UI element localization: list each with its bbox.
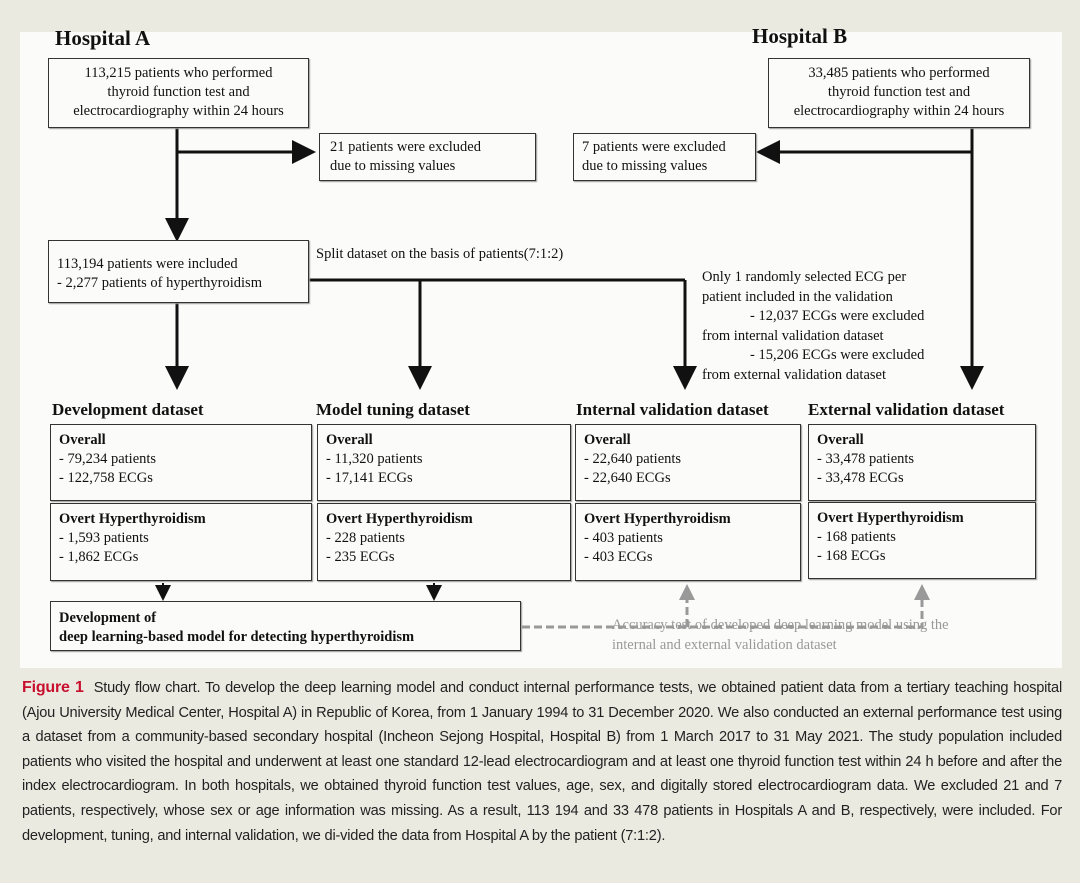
hospital-b-initial-box: 33,485 patients who performed thyroid fu…: [768, 58, 1030, 128]
tuning-hyper-box: Overt Hyperthyroidism - 228 patients - 235…: [317, 503, 571, 581]
text-line: - 79,234 patients: [59, 451, 157, 467]
model-development-box: Development of deep learning-based model…: [50, 601, 521, 651]
text-line: - 22,640 ECGs: [584, 470, 671, 486]
text-line: - 11,320 patients: [326, 451, 423, 467]
overall-label: Overall: [817, 432, 864, 448]
split-label: Split dataset on the basis of patients(7…: [316, 246, 564, 262]
text-line: - 1,862 ECGs: [59, 549, 139, 565]
text-line: electrocardiography within 24 hours: [793, 103, 1005, 119]
text-line: thyroid function test and: [827, 84, 971, 100]
text-line: - 235 ECGs: [326, 549, 395, 565]
text-line: 21 patients were excluded: [330, 139, 481, 155]
text-line: - 1,593 patients: [59, 530, 149, 546]
internal-overall-box: Overall - 22,640 patients - 22,640 ECGs: [575, 424, 801, 501]
tuning-dataset-title: Model tuning dataset: [316, 400, 470, 419]
text-line: thyroid function test and: [107, 84, 250, 100]
text-line: Accuracy test of developed deep learning…: [612, 617, 949, 633]
text-line: - 168 ECGs: [817, 548, 886, 564]
development-overall-box: Overall - 79,234 patients - 122,758 ECGs: [50, 424, 312, 501]
accuracy-note: Accuracy test of developed deep learning…: [612, 616, 949, 655]
overall-label: Overall: [59, 432, 106, 448]
hospital-a-included-box: 113,194 patients were included - 2,277 p…: [48, 240, 309, 303]
hyper-label: Overt Hyperthyroidism: [817, 510, 964, 526]
development-hyper-box: Overt Hyperthyroidism - 1,593 patients - 1…: [50, 503, 312, 581]
text-line: - 2,277 patients of hyperthyroidism: [57, 275, 262, 291]
hospital-b-title: Hospital B: [752, 24, 848, 48]
text-line: from internal validation dataset: [702, 327, 884, 344]
hospital-a-excluded-box: 21 patients were excluded due to missing…: [319, 133, 536, 181]
text-line: electrocardiography within 24 hours: [73, 103, 284, 119]
text-line: due to missing values: [330, 158, 456, 174]
text-line: - 122,758 ECGs: [59, 470, 153, 486]
text-line: 7 patients were excluded: [582, 139, 726, 155]
text-line: deep learning-based model for detecting …: [59, 629, 415, 645]
hyper-label: Overt Hyperthyroidism: [59, 511, 206, 527]
text-line: - 168 patients: [817, 529, 896, 545]
internal-validation-title: Internal validation dataset: [576, 400, 769, 419]
external-hyper-box: Overt Hyperthyroidism - 168 patients - 168…: [808, 502, 1036, 579]
overall-label: Overall: [584, 432, 631, 448]
hospital-b-excluded-box: 7 patients were excluded due to missing …: [573, 133, 756, 181]
overall-label: Overall: [326, 432, 373, 448]
hospital-a-title: Hospital A: [55, 26, 151, 50]
text-line: - 17,141 ECGs: [326, 470, 413, 486]
text-line: from external validation dataset: [702, 366, 886, 383]
text-line: - 15,206 ECGs were excluded: [750, 347, 925, 363]
figure-label: Figure 1: [22, 679, 84, 696]
text-line: Only 1 randomly selected ECG per: [702, 269, 907, 285]
text-line: - 12,037 ECGs were excluded: [750, 308, 925, 324]
text-line: - 33,478 ECGs: [817, 470, 904, 486]
figure-caption: Figure 1 Study flow chart. To develop th…: [22, 676, 1062, 848]
text-line: - 33,478 patients: [817, 451, 915, 467]
text-line: - 403 patients: [584, 530, 663, 546]
external-overall-box: Overall - 33,478 patients - 33,478 ECGs: [808, 424, 1036, 501]
text-line: 113,194 patients were included: [57, 256, 238, 272]
text-line: - 22,640 patients: [584, 451, 682, 467]
text-line: Development of: [59, 610, 157, 626]
caption-text: Study flow chart. To develop the deep le…: [22, 680, 1062, 844]
dashed-accuracy-line: [522, 596, 924, 629]
text-line: internal and external validation dataset: [612, 636, 837, 653]
text-line: - 228 patients: [326, 530, 405, 546]
hyper-label: Overt Hyperthyroidism: [326, 511, 473, 527]
hyper-label: Overt Hyperthyroidism: [584, 511, 731, 527]
internal-hyper-box: Overt Hyperthyroidism - 403 patients - 403…: [575, 503, 801, 581]
text-line: 33,485 patients who performed: [808, 65, 990, 81]
external-validation-title: External validation dataset: [808, 400, 1005, 419]
text-line: - 403 ECGs: [584, 549, 653, 565]
hospital-a-initial-box: 113,215 patients who performed thyroid f…: [48, 58, 309, 128]
text-line: 113,215 patients who performed: [84, 65, 273, 81]
tuning-overall-box: Overall - 11,320 patients - 17,141 ECGs: [317, 424, 571, 501]
text-line: patient included in the validation: [702, 288, 893, 305]
validation-note: Only 1 randomly selected ECG per patient…: [702, 268, 962, 385]
text-line: due to missing values: [582, 158, 708, 174]
development-dataset-title: Development dataset: [52, 400, 204, 419]
